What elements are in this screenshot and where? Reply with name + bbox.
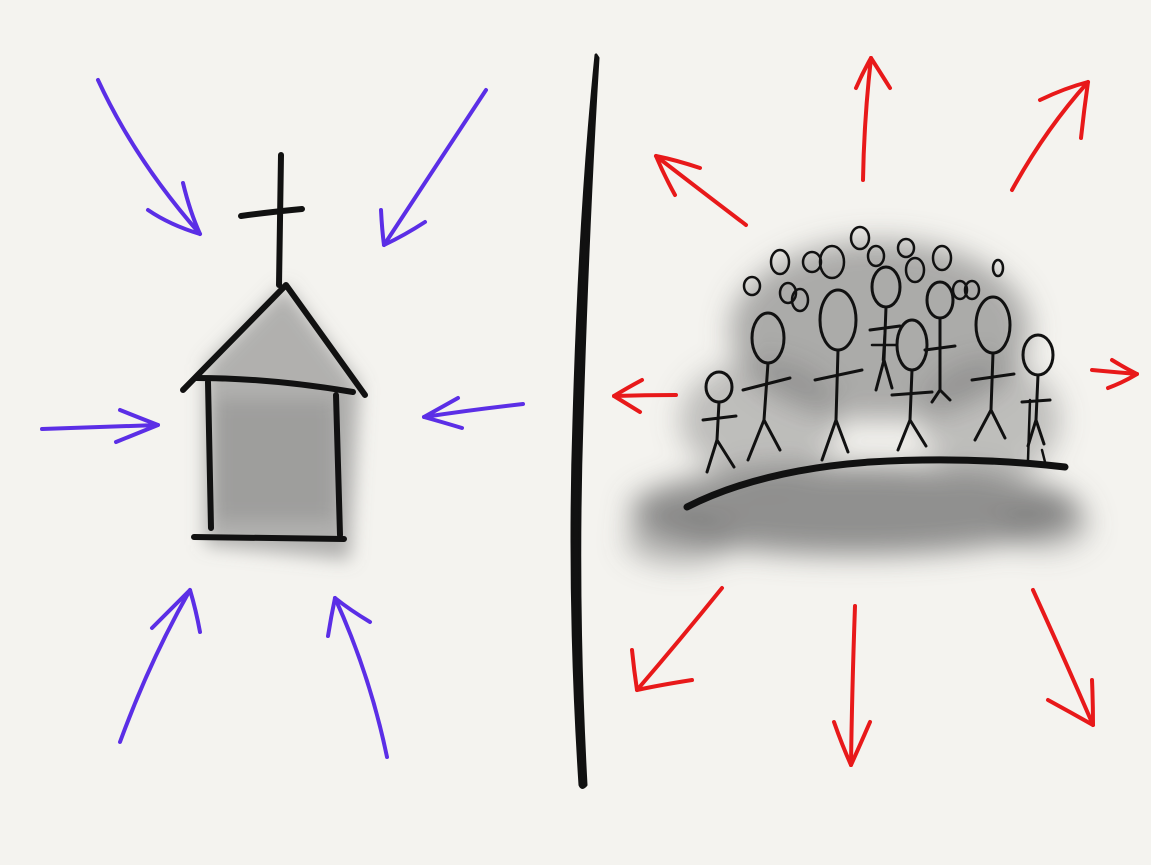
outward-arrow-down-right xyxy=(1031,588,1095,727)
church-base xyxy=(191,534,347,542)
church-eave xyxy=(193,375,356,395)
crowd-background-heads xyxy=(742,225,1047,464)
church-wall-left xyxy=(205,379,214,531)
outward-arrows xyxy=(612,56,1139,767)
outward-arrow-up xyxy=(854,56,892,182)
outward-arrow-up-left xyxy=(654,154,748,227)
outward-arrow-down-left xyxy=(630,586,724,692)
inward-arrow-right xyxy=(422,396,525,430)
stick-figure xyxy=(970,295,1016,442)
stick-figure xyxy=(741,311,792,462)
outward-arrow-down xyxy=(832,604,872,767)
inward-arrow-top-left xyxy=(96,78,202,236)
stick-figure xyxy=(813,288,864,462)
vertical-divider xyxy=(570,53,600,789)
outward-arrow-right xyxy=(1090,358,1139,390)
church-wall-right xyxy=(333,392,343,538)
outward-arrow-up-right xyxy=(1010,80,1090,192)
inward-arrow-bottom-right xyxy=(326,596,389,759)
church-wash xyxy=(205,285,360,560)
inward-arrow-left xyxy=(40,408,160,444)
crowd-wash xyxy=(625,240,1090,565)
crowd-of-people-icon xyxy=(625,225,1090,565)
inward-arrow-bottom-left xyxy=(118,588,202,744)
inward-arrows xyxy=(40,78,525,759)
church-roof xyxy=(180,282,368,398)
hill-ground-line xyxy=(683,456,1069,511)
stick-figure xyxy=(1020,333,1055,448)
inward-arrow-top-right xyxy=(379,88,488,247)
cross-icon xyxy=(238,152,305,288)
stick-figures xyxy=(701,265,1055,474)
church-icon xyxy=(180,152,368,560)
stick-figure xyxy=(701,370,738,474)
stick-figure xyxy=(923,280,957,404)
outward-arrow-left xyxy=(612,378,678,414)
